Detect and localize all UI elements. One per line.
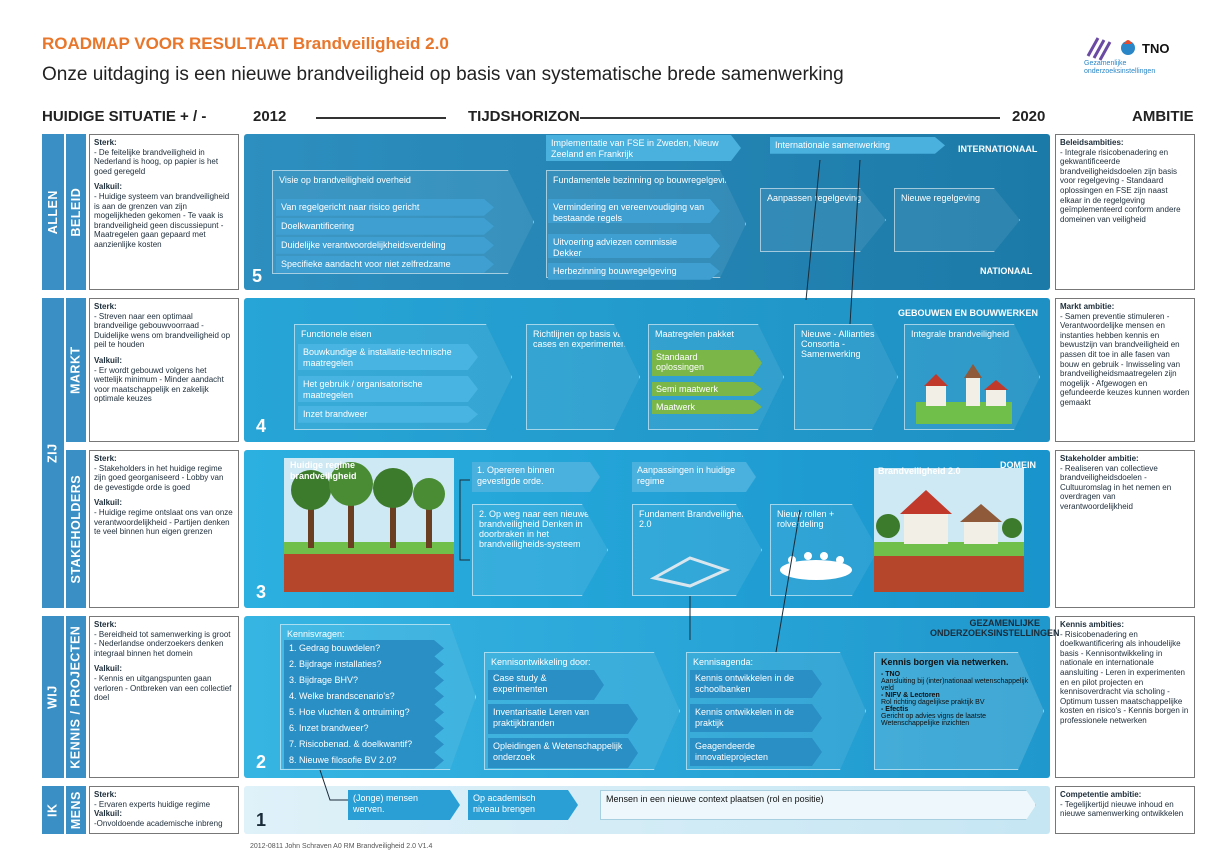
maatregelen-pakket-block: Maatregelen pakket [648,324,784,430]
kennisvraag-item: 4. Welke brandscenario's? [284,688,444,705]
richtlijnen-block: Richtlijnen op basis van cases en experi… [526,324,640,430]
page-subtitle: Onze uitdaging is een nieuwe brandveilig… [42,64,844,85]
visie-item: Doelkwantificering [276,218,494,235]
logo-name: TNO [1142,41,1170,56]
page-title: ROADMAP VOOR RESULTAAT Brandveiligheid 2… [42,34,449,53]
aanpassen-regelgeving: Aanpassen regelgeving [760,188,886,252]
visie-item: Specifieke aandacht voor niet zelfredzam… [276,256,494,273]
group-label-zij: ZIJ [42,298,64,608]
group-label-wij: WIJ [42,616,64,778]
ambition-mens-box: Competentie ambitie:- Tegelijkertijd nie… [1055,786,1195,834]
tag-gebouwen: GEBOUWEN EN BOUWWERKEN [898,308,1038,318]
row-label-stakeholders: STAKEHOLDERS [66,450,86,608]
kennisvraag-item: 2. Bijdrage installaties? [284,656,444,673]
band-1-number: 1 [256,810,267,830]
row-label-kennis: KENNIS / PROJECTEN [66,616,86,778]
group-label-allen: ALLEN [42,134,64,290]
current-mens-box: Sterk:- Ervaren experts huidige regime V… [89,786,239,834]
visie-item: Duidelijke verantwoordelijkheidsverdelin… [276,237,494,254]
ambition-markt-box: Markt ambitie:- Samen preventie stimuler… [1055,298,1195,442]
ontwikkeling-item: Opleidingen & Wetenschappelijk onderzoek [488,738,638,768]
fund-item: Vermindering en vereenvoudiging van best… [548,199,720,223]
band-4-number: 4 [256,416,267,436]
op-weg-block: 2. Op weg naar een nieuwe brandveilighei… [472,504,608,596]
kennis-borgen-block: Kennis borgen via netwerken. - TNO Aansl… [874,652,1044,770]
town-illustration-icon [916,364,1012,424]
func-item: Inzet brandweer [298,406,478,423]
tag-nationaal: NATIONAAL [980,266,1033,276]
pakket-item: Semi maatwerk [652,382,762,396]
pakket-item: Maatwerk [652,400,762,414]
people-illustration-icon [780,552,852,580]
jonge-mensen-arrow: (Jonge) mensen werven. [348,790,460,820]
agenda-item: Kennis ontwikkelen in de praktijk [690,704,822,732]
ambition-stakeholders-box: Stakeholder ambitie:- Realiseren van col… [1055,450,1195,608]
header-end-year: 2020 [1012,108,1046,125]
current-stakeholders-box: Sterk:- Stakeholders in het huidige regi… [89,450,239,608]
tag-internationaal: INTERNATIONAAL [958,144,1038,154]
current-beleid-box: Sterk:- De feitelijke brandveiligheid in… [89,134,239,290]
ontwikkeling-item: Inventarisatie Leren van praktijkbranden [488,704,638,734]
footer-note: 2012-0811 John Schraven A0 RM Brandveili… [250,843,433,850]
timeline-line-right [580,117,1000,119]
fund-item: Uitvoering adviezen commissie Dekker [548,234,720,258]
header-current: HUIDIGE SITUATIE + / - [42,108,207,125]
func-item: Het gebruik / organisatorische maatregel… [298,376,478,402]
pakket-item: Standaard oplossingen [652,350,762,376]
forest-illustration-icon [284,458,454,592]
header-horizon: TIJDSHORIZON [468,108,580,125]
nieuwe-regelgeving: Nieuwe regelgeving [894,188,1020,252]
nieuwe-context-arrow: Mensen in een nieuwe context plaatsen (r… [600,790,1036,820]
huidige-regime-label: Huidige regime brandveiligheid [290,460,357,481]
kennisvraag-item: 5. Hoe vluchten & ontruiming? [284,704,444,721]
current-kennis-box: Sterk:- Bereidheid tot samenwerking is g… [89,616,239,778]
agenda-item: Kennis ontwikkelen in de schoolbanken [690,670,822,698]
fund-item: Herbezinning bouwregelgeving [548,263,720,280]
fundament-block: Fundament Brandveiligheid 2.0 [632,504,762,596]
ambition-beleid-box: Beleidsambities:- Integrale risicobenade… [1055,134,1195,290]
aanpassingen-arrow: Aanpassingen in huidige regime [632,462,756,492]
header-start-year: 2012 [253,108,287,125]
group-label-ik: IK [42,786,64,834]
kennisvraag-item: 7. Risicobenad. & doelkwantif? [284,736,444,753]
kennisvraag-item: 8. Nieuwe filosofie BV 2.0? [284,752,444,769]
tno-logo: TNO Gezamenlijke onderzoeksinstellingen [1084,34,1194,80]
academisch-arrow: Op academisch niveau brengen [468,790,578,820]
logo-caption: Gezamenlijke onderzoeksinstellingen [1084,60,1156,75]
tag-onderzoeksinstellingen: GEZAMENLIJKE ONDERZOEKSINSTELLINGEN [930,618,1060,638]
houses-illustration-icon [874,468,1024,592]
row-label-mens: MENS [66,786,86,834]
ontwikkeling-item: Case study & experimenten [488,670,604,700]
timeline-line-left [316,117,446,119]
band-2-number: 2 [256,752,267,772]
band-3-number: 3 [256,582,267,602]
ambition-kennis-box: Kennis ambities:- Risicobenadering en do… [1055,616,1195,778]
row-label-markt: MARKT [66,298,86,442]
func-item: Bouwkundige & installatie-technische maa… [298,344,478,370]
intl-coop-arrow: Internationale samenwerking [770,137,945,154]
brandveiligheid-2-label: Brandveiligheid 2.0 [878,466,961,476]
opereren-arrow: 1. Opereren binnen gevestigde orde. [472,462,600,492]
row-label-beleid: BELEID [66,134,86,290]
kennisvraag-item: 6. Inzet brandweer? [284,720,444,737]
current-markt-box: Sterk:- Streven naar een optimaal brandv… [89,298,239,442]
header-ambition: AMBITIE [1132,108,1194,125]
visie-item: Van regelgericht naar risico gericht [276,199,494,216]
fund-block: Fundamentele bezinning op bouwregelgevin… [546,170,746,278]
tag-domein: DOMEIN [1000,460,1036,470]
agenda-item: Geagendeerde innovatieprojecten [690,738,822,766]
kennisvraag-item: 3. Bijdrage BHV? [284,672,444,689]
fse-arrow: Implementatie van FSE in Zweden, Nieuw Z… [546,135,741,161]
tno-emblem-icon [1086,37,1135,61]
band-5-number: 5 [252,266,263,286]
kennisvraag-item: 1. Gedrag bouwdelen? [284,640,444,657]
foundation-illustration-icon [650,556,730,588]
